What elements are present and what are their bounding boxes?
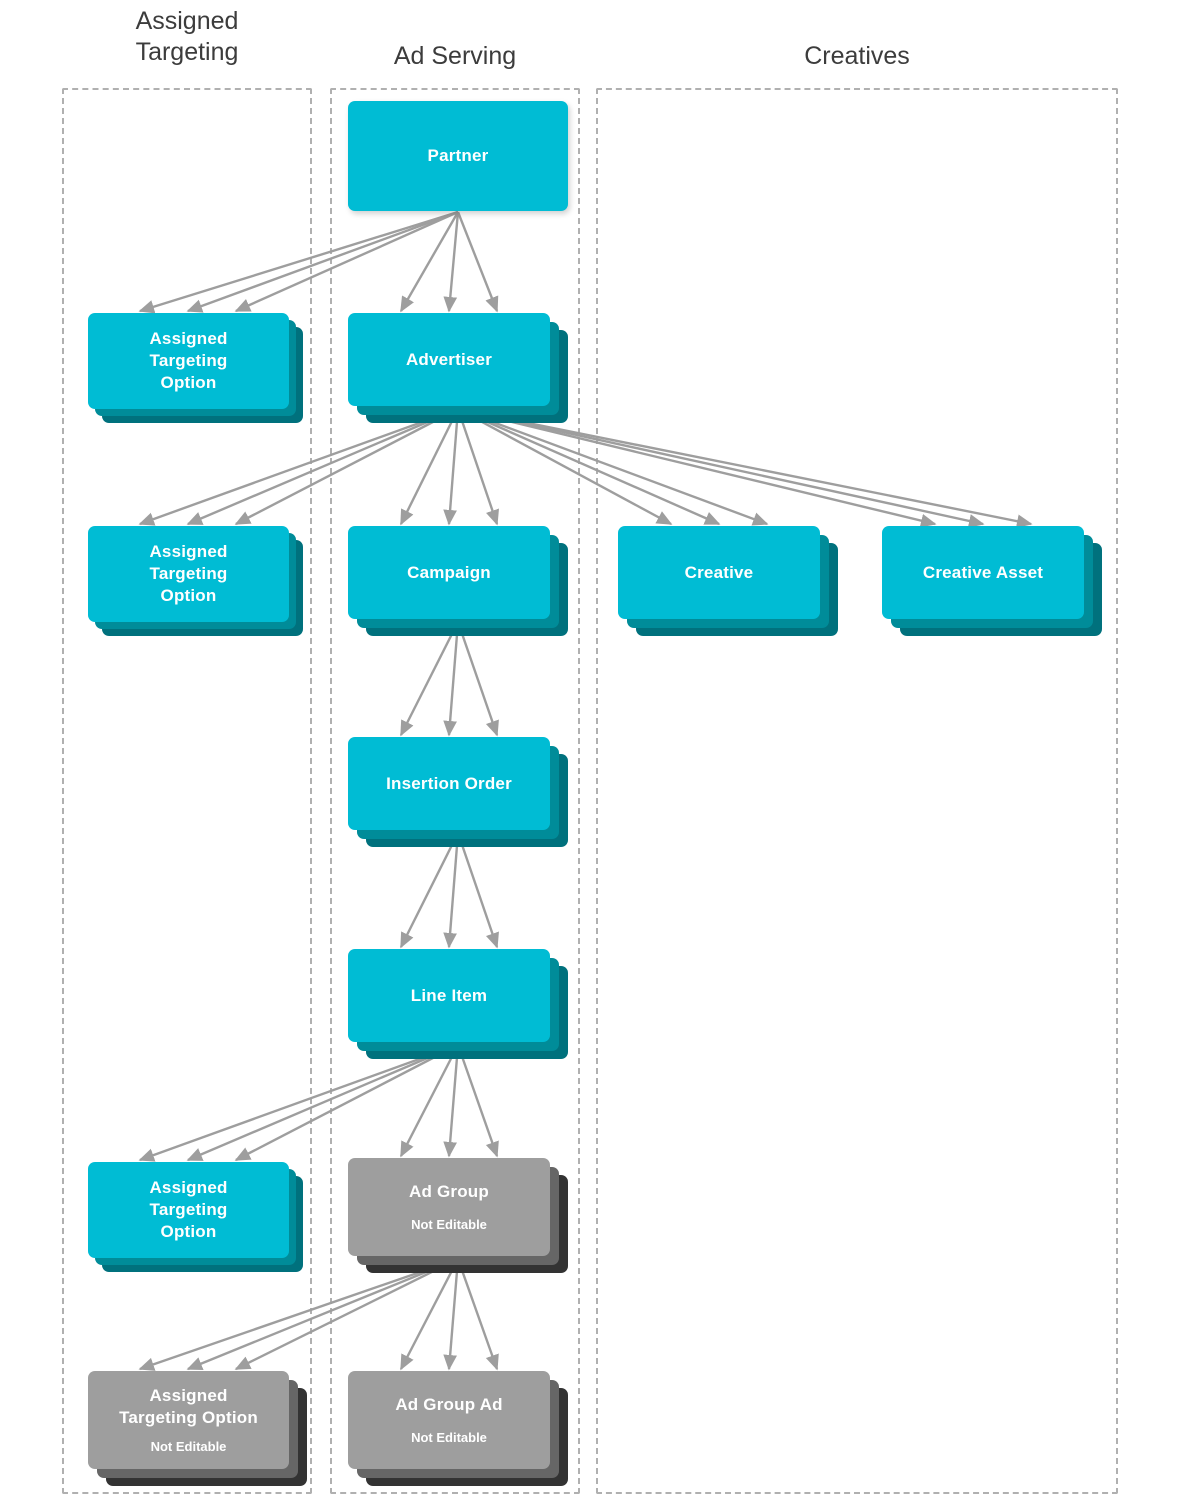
node-assigned-targeting-option-line-item[interactable]: Assigned Targeting Option [88, 1162, 303, 1272]
node-campaign-label: Campaign [407, 562, 491, 582]
node-card[interactable]: Assigned Targeting Option Not Editable [88, 1371, 289, 1469]
column-title-creatives: Creatives [804, 42, 910, 70]
node-ad-group-ad-label: Ad Group Ad [395, 1395, 503, 1414]
node-ad-group[interactable]: Ad Group Not Editable [348, 1158, 573, 1273]
node-card[interactable]: Campaign [348, 526, 550, 619]
node-creative-asset[interactable]: Creative Asset [882, 526, 1107, 636]
node-card[interactable]: Creative Asset [882, 526, 1084, 619]
node-label-line-2: Targeting Option [119, 1408, 258, 1427]
node-card[interactable]: Assigned Targeting Option [88, 526, 289, 622]
node-label-line-1: Assigned [149, 329, 228, 348]
node-line-item-label: Line Item [410, 985, 488, 1005]
column-title-assigned-targeting: Assigned Targeting [62, 6, 312, 68]
column-container-assigned-targeting [62, 88, 312, 1494]
node-card[interactable]: Assigned Targeting Option [88, 1162, 289, 1258]
node-label-line-2: Targeting [149, 564, 228, 583]
node-assigned-targeting-option-ad-group[interactable]: Assigned Targeting Option Not Editable [88, 1371, 307, 1486]
column-container-creatives [596, 88, 1118, 1494]
node-insertion-order-label: Insertion Order [386, 773, 512, 793]
node-partner-label: Partner [427, 146, 489, 165]
node-card[interactable]: Insertion Order [348, 737, 550, 830]
column-container-ad-serving [330, 88, 580, 1494]
node-ad-group-label: Ad Group [409, 1182, 489, 1201]
node-label-line-1: Assigned [149, 542, 228, 561]
node-label-line-2: Targeting [149, 351, 228, 370]
node-label-line-3: Option [160, 586, 217, 605]
node-label-line-2: Targeting [149, 1200, 228, 1219]
node-partner[interactable]: Partner [348, 101, 568, 211]
node-creative-asset-label: Creative Asset [922, 562, 1044, 582]
node-ad-group-ad-status: Not Editable [411, 1430, 487, 1445]
node-card[interactable]: Ad Group Not Editable [348, 1158, 550, 1256]
node-card[interactable]: Assigned Targeting Option [88, 313, 289, 409]
node-creative-label: Creative [684, 562, 754, 582]
column-title-line-1: Assigned [135, 7, 239, 35]
node-status: Not Editable [150, 1439, 227, 1454]
node-label-line-1: Assigned [149, 1178, 228, 1197]
node-campaign[interactable]: Campaign [348, 526, 573, 636]
node-label-line-3: Option [160, 373, 217, 392]
node-ad-group-ad[interactable]: Ad Group Ad Not Editable [348, 1371, 573, 1486]
node-assigned-targeting-option-advertiser[interactable]: Assigned Targeting Option [88, 526, 303, 636]
node-advertiser[interactable]: Advertiser [348, 313, 573, 423]
node-card[interactable]: Ad Group Ad Not Editable [348, 1371, 550, 1469]
node-assigned-targeting-option-partner[interactable]: Assigned Targeting Option [88, 313, 303, 423]
node-ad-group-status: Not Editable [411, 1217, 487, 1232]
column-title-ad-serving: Ad Serving [393, 42, 517, 70]
node-label-line-1: Assigned [149, 1386, 228, 1405]
node-line-item[interactable]: Line Item [348, 949, 573, 1059]
node-card[interactable]: Line Item [348, 949, 550, 1042]
node-insertion-order[interactable]: Insertion Order [348, 737, 573, 847]
node-card[interactable]: Creative [618, 526, 820, 619]
node-card[interactable]: Advertiser [348, 313, 550, 406]
column-title-line-2: Targeting [135, 38, 239, 66]
node-advertiser-label: Advertiser [405, 349, 493, 369]
node-creative[interactable]: Creative [618, 526, 843, 636]
node-partner-card[interactable]: Partner [348, 101, 568, 211]
node-label-line-3: Option [160, 1222, 217, 1241]
